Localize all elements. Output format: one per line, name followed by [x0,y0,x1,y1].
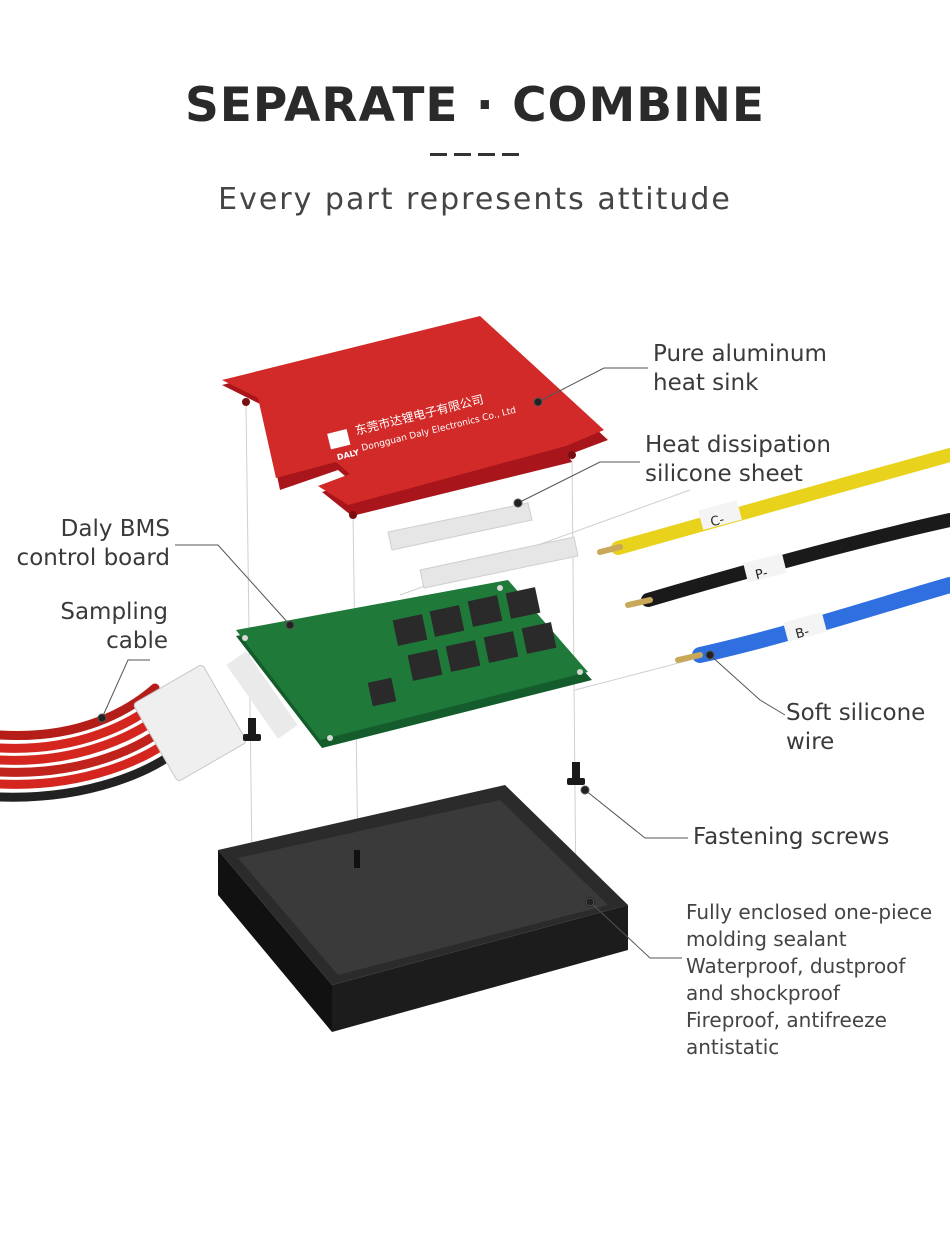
enclosure-features: Fully enclosed one-piece molding sealant… [686,899,932,1061]
enclosure-graphic [218,785,628,1032]
heat-sink-label: Pure aluminum heat sink [653,340,827,398]
heat-sink-graphic: 东莞市达锂电子有限公司 DALY Dongguan Daly Electroni… [222,316,608,519]
silicone-sheet-label: Heat dissipation silicone sheet [645,431,831,489]
silicone-sheet-graphic [388,503,578,588]
silicone-wire-label: Soft silicone wire [786,699,925,757]
sampling-cable-label: Sampling cable [60,598,168,656]
screws-graphic [243,718,585,785]
bms-board-graphic [226,580,592,748]
fastening-screws-label: Fastening screws [693,823,889,852]
control-board-label: Daly BMS control board [17,515,170,573]
sampling-cable-graphic [0,664,247,797]
